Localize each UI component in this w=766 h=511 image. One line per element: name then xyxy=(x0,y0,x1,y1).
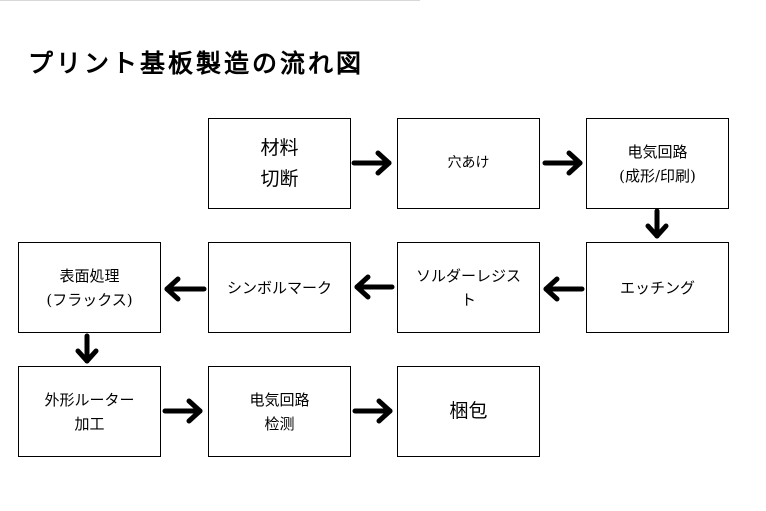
arrow-symbol-mark-to-surface-treatment xyxy=(164,276,207,302)
step-label-drilling: 穴あけ xyxy=(447,155,490,172)
step-box-symbol-mark: シンボルマーク xyxy=(208,242,351,333)
top-rule xyxy=(0,0,420,1)
step-box-material-cutting: 材料 切断 xyxy=(208,118,351,209)
page-title: プリント基板製造の流れ図 xyxy=(28,49,365,78)
arrow-circuit-inspection-to-packing xyxy=(352,398,393,424)
step-box-etching: エッチング xyxy=(586,242,729,333)
step-label-surface-treatment: 表面処理 (フラックス) xyxy=(46,266,133,309)
step-label-packing: 梱包 xyxy=(449,400,488,423)
step-box-circuit-inspection: 电気回路 检测 xyxy=(208,366,351,457)
step-label-solder-resist: ソルダーレジス ト xyxy=(415,266,521,309)
step-box-surface-treatment: 表面処理 (フラックス) xyxy=(18,242,161,333)
step-box-outline-routing: 外形ルーター 加工 xyxy=(18,366,161,457)
arrow-drilling-to-circuit-forming xyxy=(542,150,583,176)
step-box-packing: 梱包 xyxy=(397,366,540,457)
step-box-drilling: 穴あけ xyxy=(397,118,540,209)
step-box-solder-resist: ソルダーレジス ト xyxy=(397,242,540,333)
arrow-etching-to-solder-resist xyxy=(543,276,585,302)
step-label-circuit-inspection: 电気回路 检测 xyxy=(249,390,310,433)
step-label-etching: エッチング xyxy=(619,278,695,297)
step-label-outline-routing: 外形ルーター 加工 xyxy=(44,390,135,433)
arrow-surface-treatment-to-outline-routing xyxy=(75,333,99,364)
step-box-circuit-forming: 电気回路 (成形/印刷) xyxy=(586,118,729,209)
arrow-outline-routing-to-circuit-inspection xyxy=(162,398,203,424)
step-label-material-cutting: 材料 切断 xyxy=(260,137,299,190)
step-label-symbol-mark: シンボルマーク xyxy=(226,278,332,297)
arrow-solder-resist-to-symbol-mark xyxy=(354,274,395,300)
arrow-circuit-forming-to-etching xyxy=(645,208,669,239)
arrow-material-to-drilling xyxy=(351,150,392,176)
step-label-circuit-forming: 电気回路 (成形/印刷) xyxy=(619,142,696,185)
